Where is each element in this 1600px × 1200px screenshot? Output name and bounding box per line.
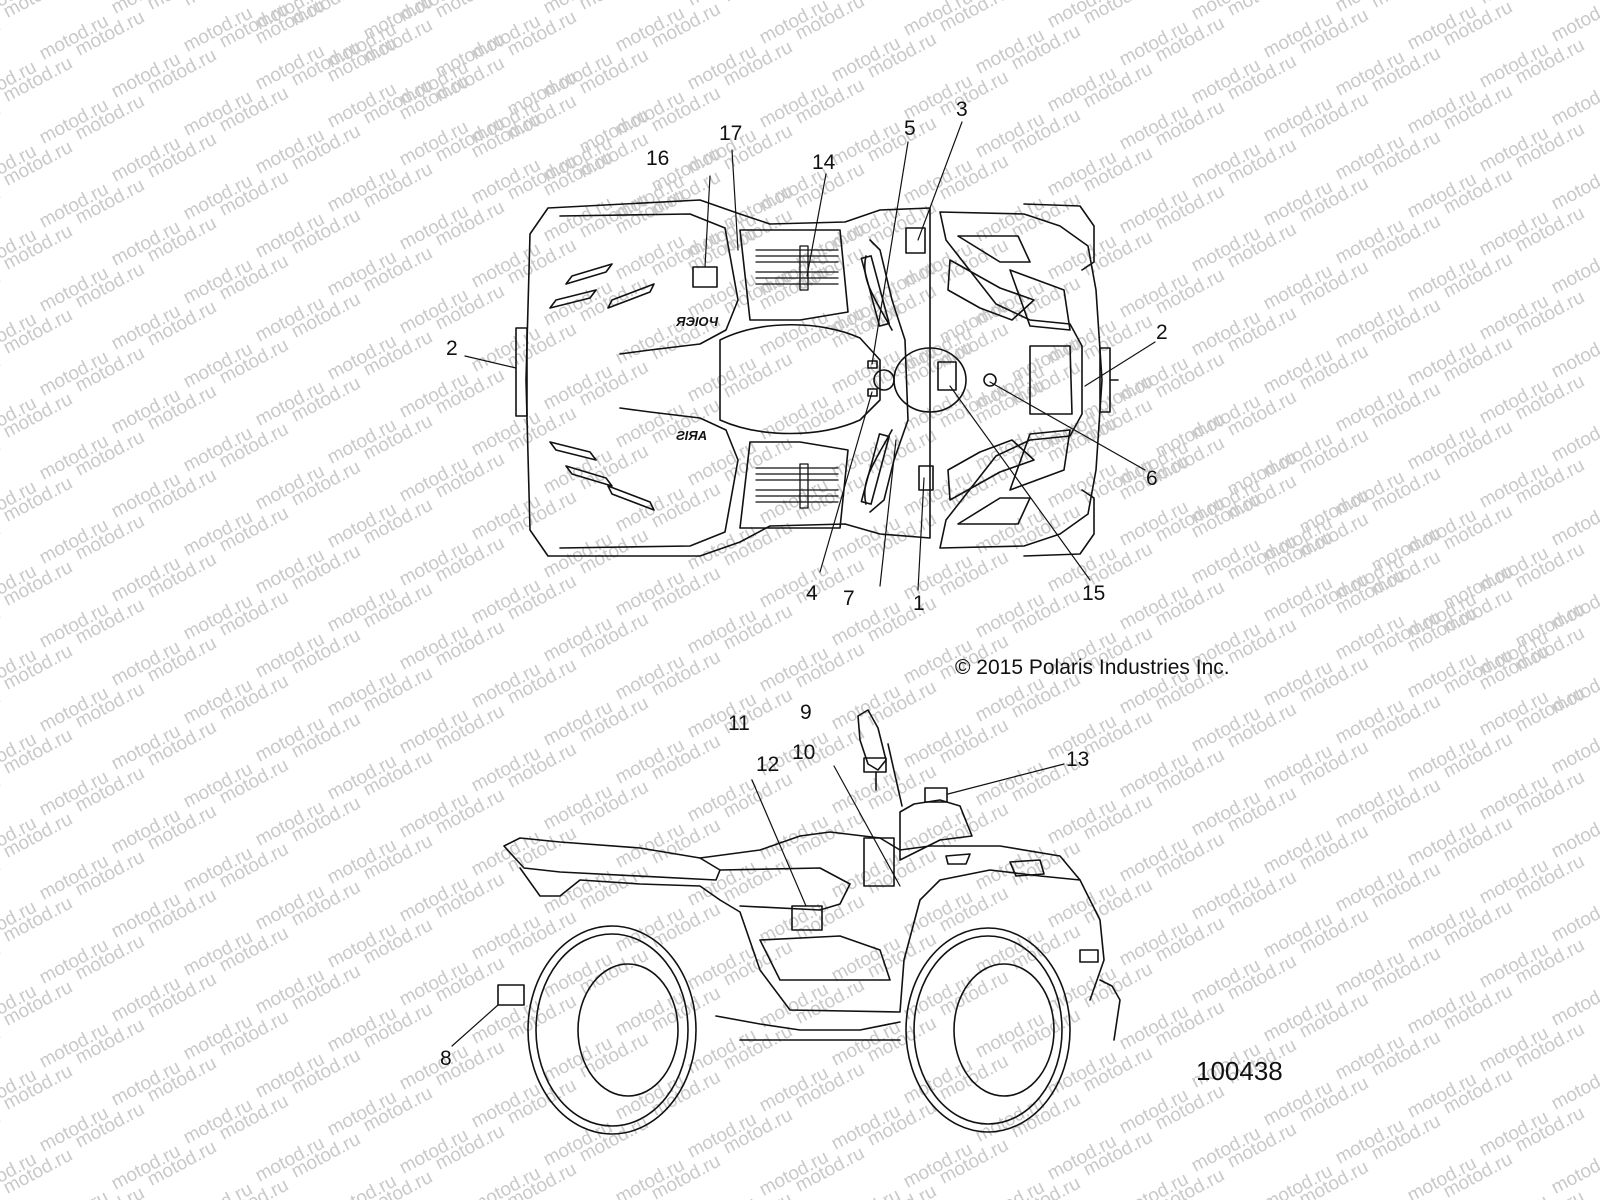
callout-4: 4 (806, 582, 818, 605)
callout-10: 10 (792, 741, 815, 764)
callout-8: 8 (440, 1047, 452, 1070)
atv-side-view (497, 709, 1121, 1135)
callout-2-front: 2 (1156, 321, 1168, 344)
front-decal-text: ƧIЯA (676, 428, 707, 443)
side-view-leaders (451, 763, 1065, 1047)
callout-3: 3 (956, 98, 968, 121)
callout-6: 6 (1146, 467, 1158, 490)
callout-17: 17 (719, 122, 742, 145)
top-view-leaders (464, 121, 1156, 591)
callout-1: 1 (913, 592, 925, 615)
figure-number: 100438 (1196, 1056, 1283, 1086)
callout-7: 7 (843, 587, 855, 610)
callout-11: 11 (728, 712, 750, 735)
callout-2-rear: 2 (446, 337, 458, 360)
copyright-notice: © 2015 Polaris Industries Inc. (955, 656, 1230, 679)
rear-decal-text: ЯЭІОЧ (675, 314, 719, 329)
callout-5: 5 (904, 117, 916, 140)
callout-15: 15 (1082, 582, 1105, 605)
callout-14: 14 (812, 151, 836, 174)
callout-labels: 2 16 17 14 5 3 2 6 15 1 7 4 8 9 10 11 12… (440, 98, 1168, 1070)
callout-13: 13 (1066, 748, 1089, 771)
callout-12: 12 (756, 753, 779, 776)
callout-9: 9 (800, 701, 812, 724)
atv-top-view: ЯЭІОЧ ƧIЯA (515, 199, 1119, 557)
callout-16: 16 (646, 147, 669, 170)
